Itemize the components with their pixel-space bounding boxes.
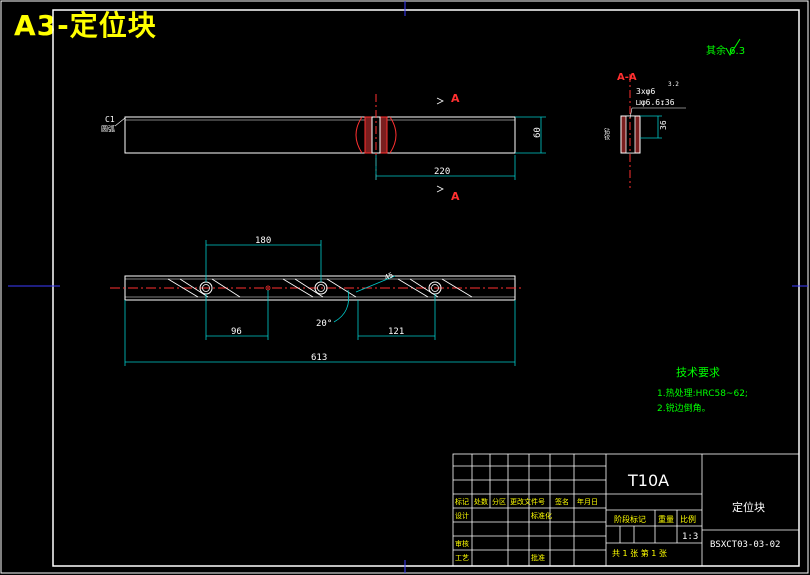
angle-dim: 20° — [316, 319, 332, 329]
part-name: 定位块 — [732, 500, 765, 514]
roughness-note: 其余 6.3 — [706, 44, 745, 57]
depth-dim: 36 — [659, 120, 668, 130]
counterbore-spec: ⊔φ6.6↧36 — [636, 98, 675, 107]
front-view: 180 96 121 613 20° 45 — [110, 236, 523, 366]
chamfer-sub: 圆弧 — [101, 124, 115, 133]
design-label: 设计 — [455, 511, 469, 520]
material: T10A — [627, 471, 669, 490]
ratio-label: 比例 — [680, 514, 696, 524]
top-view: C1 圆弧 60 220 A A — [101, 92, 546, 203]
dim-height: 60 — [533, 127, 543, 138]
check-label: 审核 — [455, 539, 469, 548]
tech-heading: 技术要求 — [676, 366, 720, 379]
angle-small: 45 — [383, 271, 394, 282]
top-view-outline — [124, 116, 516, 154]
row-label-3: 分区 — [492, 497, 506, 506]
chamfer-label: C1 — [105, 115, 115, 124]
tech-item-1: 1.热处理:HRC58~62; — [657, 387, 748, 399]
dim-121: 121 — [388, 327, 404, 337]
scale: 1:3 — [682, 532, 698, 542]
process-label: 工艺 — [455, 554, 469, 562]
row-label-4: 更改文件号 — [510, 497, 545, 506]
approve-label: 批准 — [531, 553, 545, 562]
tech-item-2: 2.锐边倒角。 — [657, 402, 711, 414]
roughness-symbol — [725, 38, 741, 56]
side-label: 钻铰 — [603, 127, 610, 141]
drawing-no: BSXCT03-03-02 — [710, 540, 780, 550]
section-view: A-A 3xφ6 ⊔φ6.6↧36 3.2 36 钻铰 — [603, 72, 686, 188]
section-label: A-A — [617, 72, 637, 83]
hole-spec: 3xφ6 — [636, 87, 655, 96]
stage-mark: 阶段标记 — [614, 514, 646, 524]
sheets: 共 1 张 第 1 张 — [612, 548, 667, 558]
cut-label-top: A — [451, 92, 460, 105]
cut-label-bottom: A — [451, 190, 460, 203]
dim-613: 613 — [311, 353, 327, 363]
standardize-label: 标准化 — [531, 511, 552, 520]
inner-frame — [52, 9, 800, 567]
row-label-6: 年月日 — [577, 497, 598, 506]
dim-180: 180 — [255, 236, 271, 246]
row-label-5: 签名 — [555, 497, 569, 506]
roughness-small: 3.2 — [668, 81, 679, 88]
title-block — [452, 453, 800, 567]
row-label-2: 处数 — [474, 497, 488, 506]
drawing-title: A3-定位块 — [14, 9, 157, 42]
row-label-1: 标记 — [455, 497, 469, 506]
weight-label: 重量 — [658, 514, 674, 524]
dim-slot: 220 — [434, 167, 450, 177]
dim-96: 96 — [231, 327, 242, 337]
